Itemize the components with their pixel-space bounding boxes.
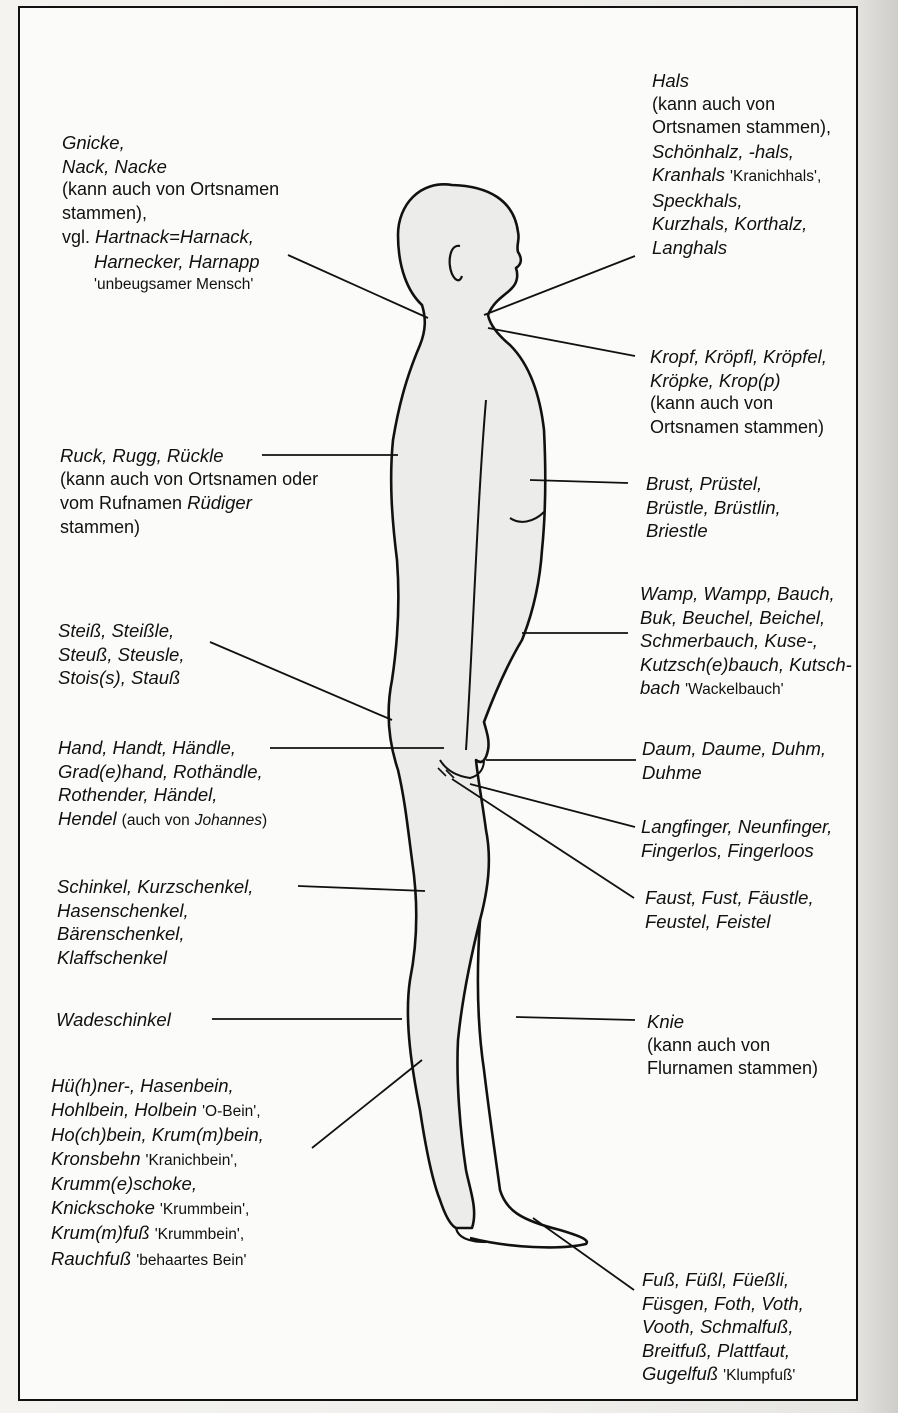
label-wamp-line3: Schmerbauch, Kuse-, — [640, 629, 852, 653]
label-gnicke-line7: 'unbeugsamer Mensch' — [62, 273, 279, 297]
label-bein-krummbein-2: 'Krummbein', — [155, 1226, 244, 1243]
label-faust: Faust, Fust, Fäustle, Feustel, Feistel — [645, 886, 814, 933]
label-hand-johannes: Johannes — [195, 812, 262, 829]
label-bein-line2: Hohlbein, Holbein — [51, 1099, 197, 1120]
label-knie-line2: (kann auch von — [647, 1034, 818, 1058]
label-wadeschinkel: Wadeschinkel — [56, 1008, 171, 1032]
label-ruck-ruediger: Rüdiger — [187, 492, 252, 513]
label-hals-line2: (kann auch von — [652, 93, 831, 117]
label-knie-line1: Knie — [647, 1010, 818, 1034]
label-ruck-line2: (kann auch von Ortsnamen oder — [60, 468, 318, 492]
label-hand: Hand, Handt, Händle, Grad(e)hand, Rothän… — [58, 736, 267, 832]
label-wamp-line1: Wamp, Wampp, Bauch, — [640, 582, 852, 606]
label-gnicke-line2: Nack, Nacke — [62, 155, 279, 179]
label-wamp-line4: Kutzsch(e)bauch, Kutsch- — [640, 653, 852, 677]
label-bein-kronsbehn: Kronsbehn — [51, 1148, 140, 1169]
label-brust-line2: Brüstle, Brüstlin, — [646, 496, 781, 520]
label-bein-kranichbein: 'Kranichbein', — [146, 1152, 238, 1169]
label-hals-kranichhals: 'Kranichhals', — [730, 168, 821, 185]
label-bein-o-bein: 'O-Bein', — [202, 1103, 260, 1120]
label-fuss-klumpfuss: 'Klumpfuß' — [723, 1367, 795, 1384]
label-bein-behaartes-bein: 'behaartes Bein' — [136, 1252, 246, 1269]
label-kropf-line3: (kann auch von — [650, 392, 827, 416]
label-wamp-bach: bach — [640, 677, 680, 698]
label-kropf: Kropf, Kröpfl, Kröpfel, Kröpke, Krop(p) … — [650, 345, 827, 439]
label-hand-line3: Rothender, Händel, — [58, 783, 267, 807]
label-finger-line1: Langfinger, Neunfinger, — [641, 815, 832, 839]
label-hals: Hals (kann auch von Ortsnamen stammen), … — [652, 69, 831, 259]
label-fuss-line2: Füsgen, Foth, Voth, — [642, 1292, 804, 1316]
label-fuss: Fuß, Füßl, Füeßli, Füsgen, Foth, Voth, V… — [642, 1268, 804, 1388]
label-bein-krummfuss: Krum(m)fuß — [51, 1222, 150, 1243]
label-hand-auch-von: (auch von — [122, 812, 190, 829]
label-fuss-line4: Breitfuß, Plattfaut, — [642, 1339, 804, 1363]
label-fuss-line3: Vooth, Schmalfuß, — [642, 1315, 804, 1339]
label-kropf-line1: Kropf, Kröpfl, Kröpfel, — [650, 345, 827, 369]
label-faust-line2: Feustel, Feistel — [645, 910, 814, 934]
label-gnicke-line1: Gnicke, — [62, 131, 279, 155]
label-hals-line1: Hals — [652, 69, 831, 93]
human-body-silhouette — [389, 184, 546, 1228]
back-leg-outline — [470, 920, 587, 1247]
label-gnicke-vgl: vgl. — [62, 227, 90, 247]
label-schinkel-line4: Klaffschenkel — [57, 946, 253, 970]
label-ruck-line4: stammen) — [60, 516, 318, 540]
label-gnicke: Gnicke, Nack, Nacke (kann auch von Ortsn… — [62, 131, 279, 297]
label-gnicke-line6: Harnecker, Harnapp — [62, 250, 279, 274]
label-hals-kranhals: Kranhals — [652, 164, 725, 185]
label-finger: Langfinger, Neunfinger, Fingerlos, Finge… — [641, 815, 832, 862]
label-hals-line8: Langhals — [652, 236, 831, 260]
label-steiss-line2: Steuß, Steusle, — [58, 643, 184, 667]
label-bein-line5: Krumm(e)schoke, — [51, 1172, 264, 1196]
label-daum-line2: Duhme — [642, 761, 826, 785]
label-hand-line2: Grad(e)hand, Rothändle, — [58, 760, 267, 784]
label-bein: Hü(h)ner-, Hasenbein, Hohlbein, Holbein … — [51, 1074, 264, 1272]
label-steiss-line3: Stois(s), Stauß — [58, 666, 184, 690]
label-kropf-line4: Ortsnamen stammen) — [650, 416, 827, 440]
label-kropf-line2: Kröpke, Krop(p) — [650, 369, 827, 393]
label-gnicke-line4: stammen), — [62, 202, 279, 226]
label-wamp-wackelbauch: 'Wackelbauch' — [685, 681, 783, 698]
label-ruck-line1: Ruck, Rugg, Rückle — [60, 444, 318, 468]
label-wade-line1: Wadeschinkel — [56, 1008, 171, 1032]
label-hals-line7: Kurzhals, Korthalz, — [652, 212, 831, 236]
label-fuss-gugelfuss: Gugelfuß — [642, 1363, 718, 1384]
label-hals-line6: Speckhals, — [652, 189, 831, 213]
label-wamp: Wamp, Wampp, Bauch, Buk, Beuchel, Beiche… — [640, 582, 852, 702]
label-finger-line2: Fingerlos, Fingerloos — [641, 839, 832, 863]
label-fuss-line1: Fuß, Füßl, Füeßli, — [642, 1268, 804, 1292]
label-gnicke-line3: (kann auch von Ortsnamen — [62, 178, 279, 202]
label-hand-close-paren: ) — [262, 812, 267, 829]
label-daum: Daum, Daume, Duhm, Duhme — [642, 737, 826, 784]
label-brust-line1: Brust, Prüstel, — [646, 472, 781, 496]
label-knie-line3: Flurnamen stammen) — [647, 1057, 818, 1081]
label-ruck-line3: vom Rufnamen — [60, 493, 182, 513]
label-wamp-line2: Buk, Beuchel, Beichel, — [640, 606, 852, 630]
label-hals-line4: Schönhalz, -hals, — [652, 140, 831, 164]
label-bein-knickschoke: Knickschoke — [51, 1197, 155, 1218]
label-brust-line3: Briestle — [646, 519, 781, 543]
label-steiss: Steiß, Steißle, Steuß, Steusle, Stois(s)… — [58, 619, 184, 690]
label-hand-line1: Hand, Handt, Händle, — [58, 736, 267, 760]
label-brust: Brust, Prüstel, Brüstle, Brüstlin, Bries… — [646, 472, 781, 543]
label-daum-line1: Daum, Daume, Duhm, — [642, 737, 826, 761]
label-hand-hendel: Hendel — [58, 808, 117, 829]
label-schinkel-line3: Bärenschenkel, — [57, 922, 253, 946]
label-schinkel-line2: Hasenschenkel, — [57, 899, 253, 923]
label-schinkel-line1: Schinkel, Kurzschenkel, — [57, 875, 253, 899]
label-hals-line3: Ortsnamen stammen), — [652, 116, 831, 140]
label-bein-line1: Hü(h)ner-, Hasenbein, — [51, 1074, 264, 1098]
label-gnicke-line5: Hartnack=Harnack, — [95, 226, 254, 247]
label-bein-line3: Ho(ch)bein, Krum(m)bein, — [51, 1123, 264, 1147]
label-bein-krummbein-1: 'Krummbein', — [160, 1201, 249, 1218]
label-schinkel: Schinkel, Kurzschenkel, Hasenschenkel, B… — [57, 875, 253, 969]
label-bein-rauchfuss: Rauchfuß — [51, 1248, 131, 1269]
label-steiss-line1: Steiß, Steißle, — [58, 619, 184, 643]
label-faust-line1: Faust, Fust, Fäustle, — [645, 886, 814, 910]
label-knie: Knie (kann auch von Flurnamen stammen) — [647, 1010, 818, 1081]
label-ruck: Ruck, Rugg, Rückle (kann auch von Ortsna… — [60, 444, 318, 539]
